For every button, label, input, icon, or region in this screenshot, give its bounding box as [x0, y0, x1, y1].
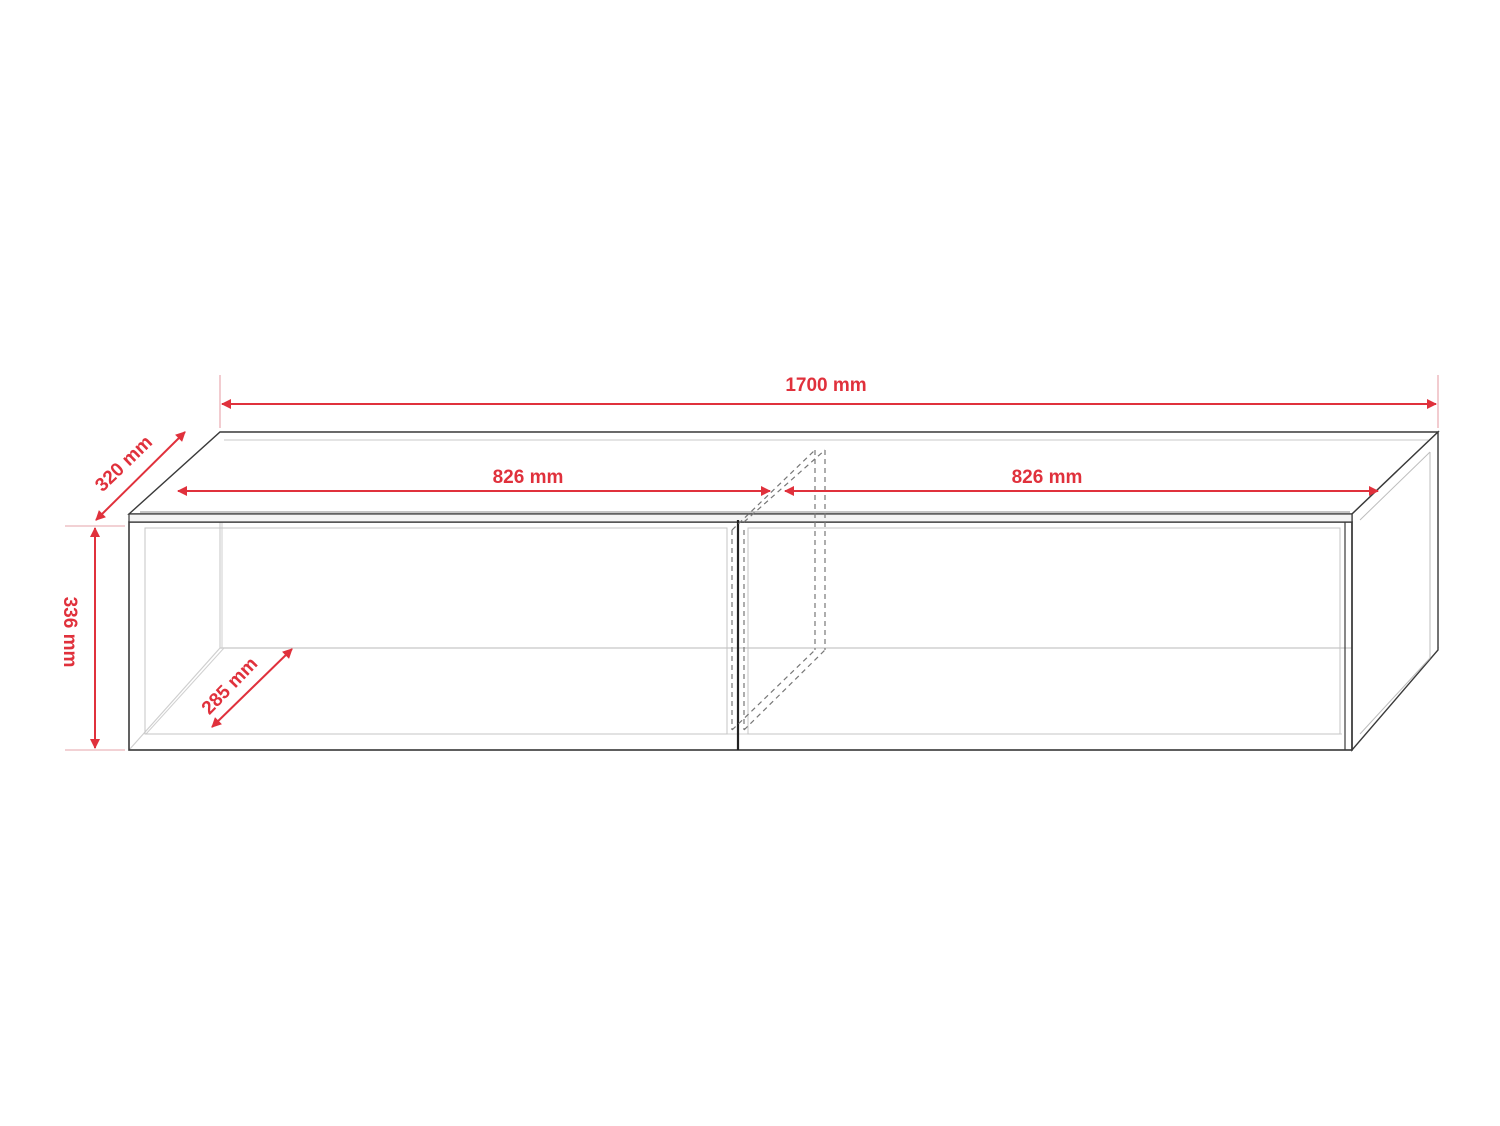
right-side-inner-edge-top	[1359, 451, 1431, 521]
total-width-label: 1700 mm	[785, 375, 866, 396]
front-frame	[128, 521, 1353, 751]
outer-depth-arrow	[95, 431, 186, 521]
bottom-panel	[127, 647, 1440, 751]
left-compartment-inner	[144, 527, 728, 735]
left-compartment-width-label: 826 mm	[493, 467, 564, 488]
right-compartment-width-label: 826 mm	[1012, 467, 1083, 488]
right-side-inner-edge-bottom	[1359, 657, 1431, 735]
outer-depth-label: 320 mm	[91, 432, 157, 496]
cabinet-body	[127, 430, 1440, 752]
inner-depth-arrow	[211, 648, 293, 728]
top-panel	[127, 431, 1440, 515]
height-label: 336 mm	[59, 597, 80, 668]
bottom-panel-diagonal-inner	[145, 647, 225, 735]
front-top-strip	[128, 513, 1353, 523]
right-compartment-inner	[747, 527, 1341, 735]
hidden-divider	[731, 449, 826, 731]
